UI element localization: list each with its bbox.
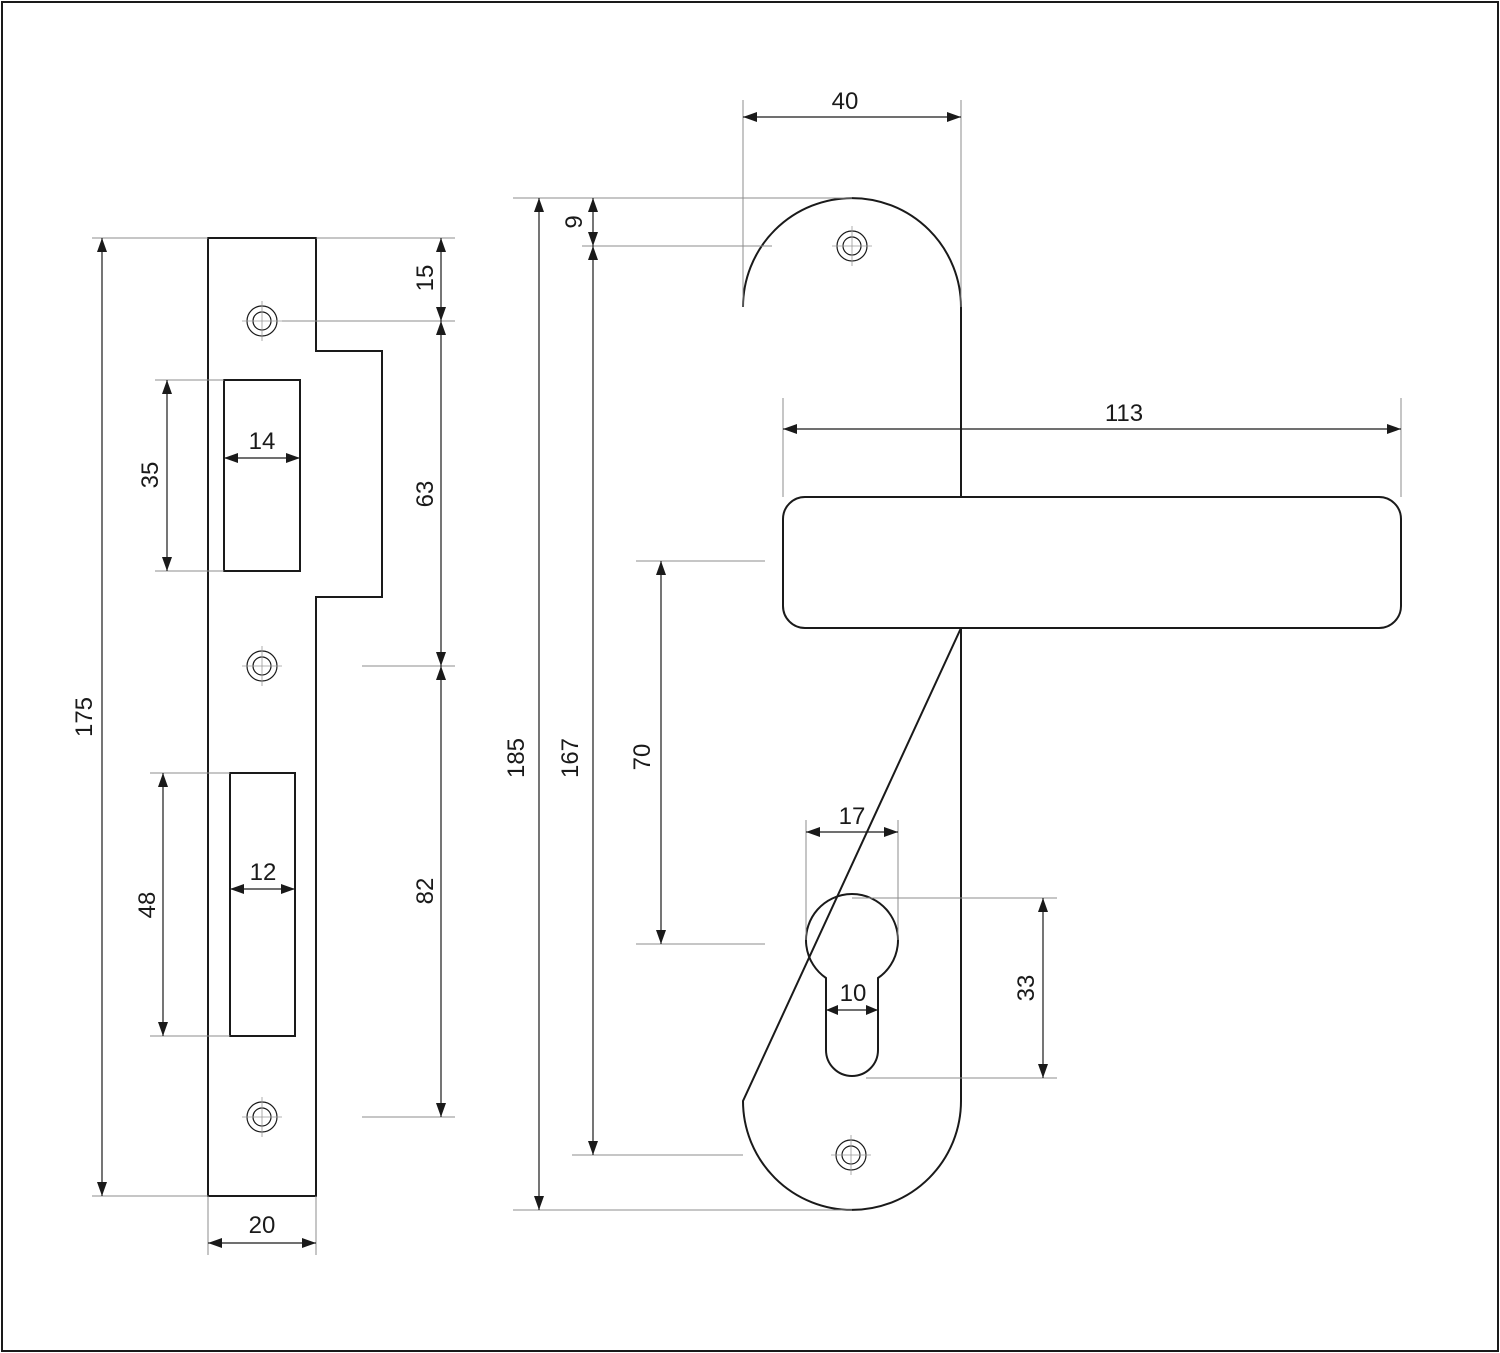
dim-screw-spacing-upper: 63	[412, 321, 446, 666]
dim-lever-length: 113	[783, 400, 1401, 434]
latch-slot	[223, 379, 301, 572]
dim-113-label: 113	[1105, 400, 1143, 427]
backplate-outline	[741, 197, 962, 1211]
dim-latch-slot-width: 14	[224, 428, 300, 463]
screw-hole	[242, 646, 282, 686]
strike-plate-outline	[207, 237, 383, 1197]
dim-top-to-screw: 15	[412, 238, 446, 321]
dim-17-label: 17	[839, 803, 866, 830]
dim-10-label: 10	[840, 980, 867, 1007]
dim-cylinder-diameter: 17	[806, 803, 898, 837]
handle-plate: 40 113 185 9 167	[503, 88, 1402, 1211]
dim-185-label: 185	[503, 738, 530, 778]
strike-plate: 175 20 15 63 82	[71, 237, 455, 1255]
dim-12-label: 12	[250, 859, 277, 886]
screw-hole	[242, 301, 282, 341]
dim-40-label: 40	[832, 88, 859, 115]
dim-strike-height: 175	[71, 238, 107, 1196]
screw-hole	[831, 1135, 871, 1175]
dim-screw-offset: 9	[561, 198, 598, 246]
dim-70-label: 70	[629, 744, 656, 771]
dim-167-label: 167	[557, 738, 584, 778]
dim-latch-slot-height: 35	[137, 380, 172, 571]
dim-82-label: 82	[412, 878, 439, 905]
dim-175-label: 175	[71, 697, 98, 737]
dim-strike-width: 20	[208, 1212, 316, 1248]
dim-plate-width: 40	[743, 88, 961, 122]
dim-screw-center-distance: 167	[557, 246, 598, 1155]
dim-14-label: 14	[249, 428, 276, 455]
dim-15-label: 15	[412, 265, 439, 292]
dim-20-label: 20	[249, 1212, 276, 1239]
dim-63-label: 63	[412, 481, 439, 508]
dim-9-label: 9	[561, 215, 588, 228]
screw-hole	[242, 1097, 282, 1137]
dim-35-label: 35	[137, 462, 164, 489]
dim-33-label: 33	[1013, 975, 1040, 1002]
dim-bolt-slot-width: 12	[230, 859, 295, 894]
dim-cylinder-slot-width: 10	[826, 980, 878, 1015]
dim-48-label: 48	[134, 892, 161, 919]
lever-handle	[782, 496, 1402, 629]
dim-handle-to-cylinder: 70	[629, 561, 666, 944]
screw-hole	[832, 226, 872, 266]
dim-bolt-slot-height: 48	[134, 773, 168, 1036]
dim-screw-spacing-lower: 82	[412, 666, 446, 1117]
dim-cylinder-height: 33	[1013, 898, 1048, 1078]
bolt-slot	[229, 772, 296, 1037]
dim-plate-height: 185	[503, 198, 544, 1210]
